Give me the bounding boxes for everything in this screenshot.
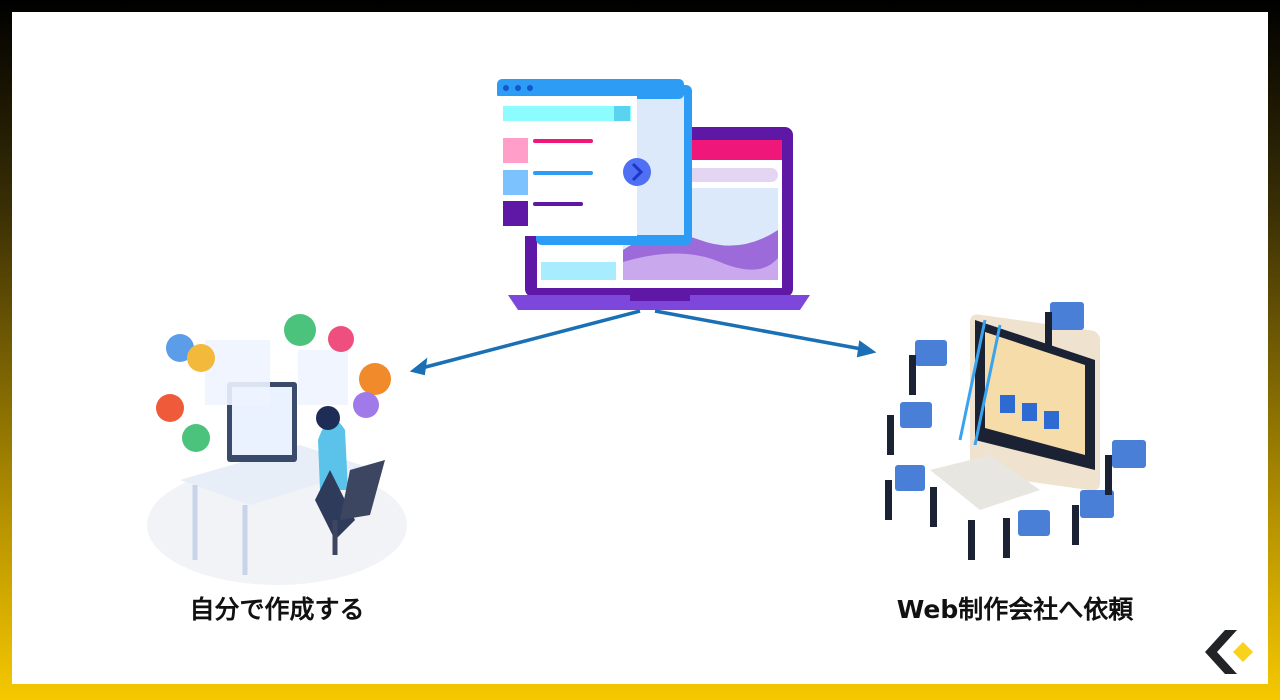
- brand-logo-icon: [1205, 630, 1253, 674]
- content-panel: 自分で作成する Web制作会社へ依頼: [12, 12, 1268, 684]
- arrow-to-self-build: [409, 309, 641, 376]
- agency-illustration: [885, 302, 1146, 560]
- arrow-to-agency: [654, 309, 877, 358]
- illustration-canvas: [147, 79, 1146, 585]
- website-laptop-illustration: [497, 79, 810, 310]
- self-build-illustration: [147, 314, 407, 585]
- self-build-option-label: 自分で作成する: [189, 595, 365, 624]
- agency-option-label: Web制作会社へ依頼: [896, 595, 1134, 624]
